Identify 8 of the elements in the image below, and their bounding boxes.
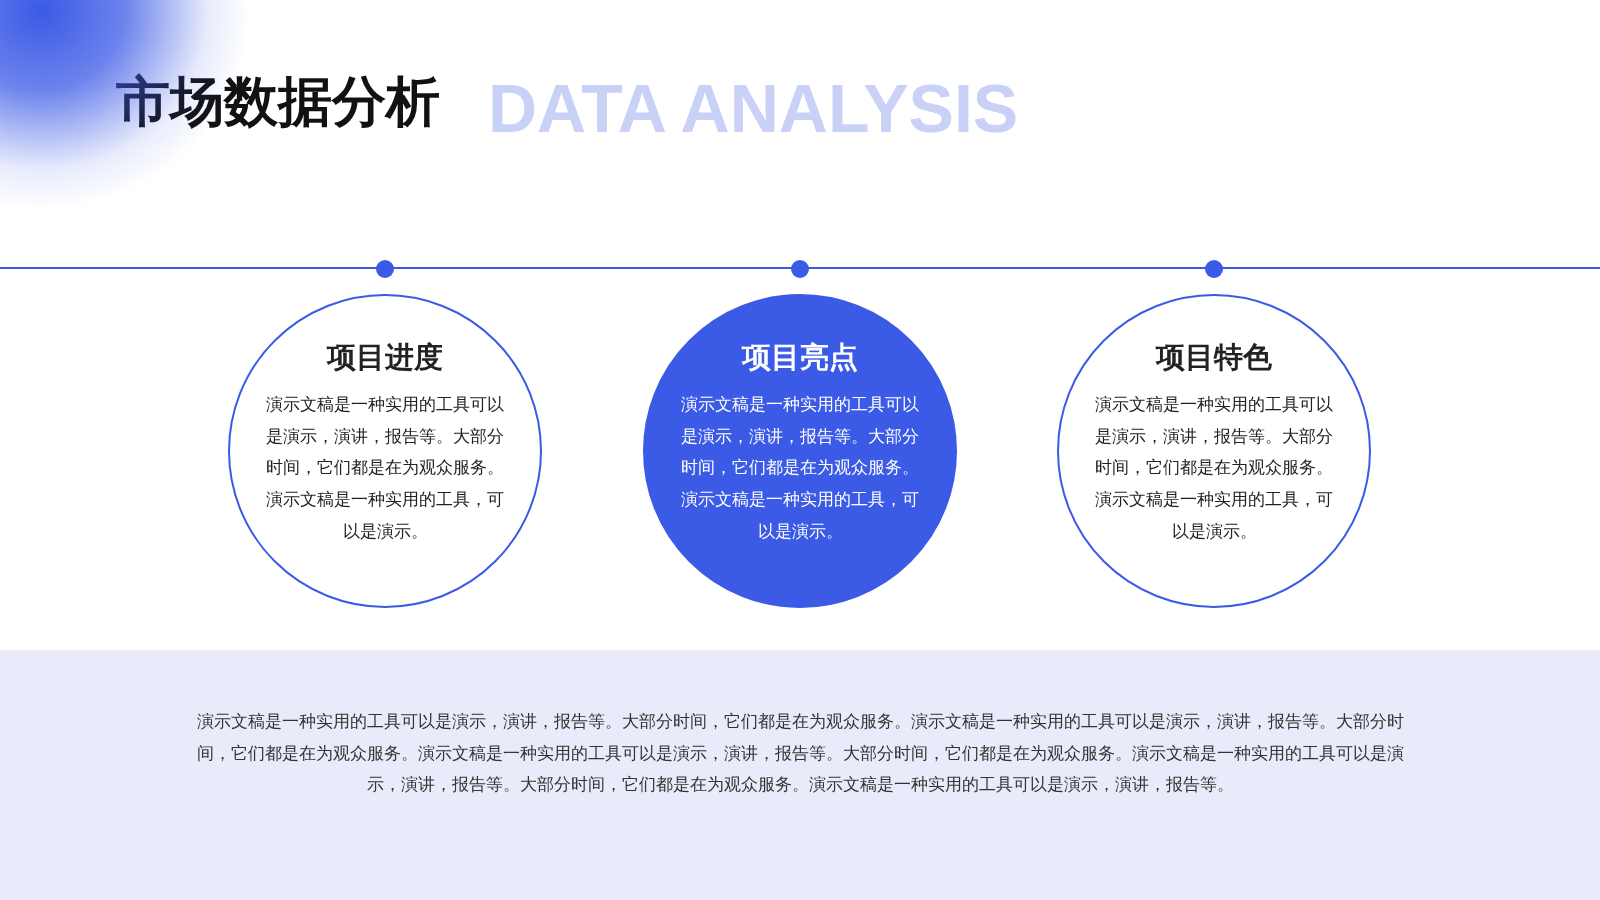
circle-description: 演示文稿是一种实用的工具可以是演示，演讲，报告等。大部分时间，它们都是在为观众服务。演示文稿是一种实用的工具，可以是演示。 <box>265 392 505 543</box>
circle-heading: 项目特色 <box>1156 340 1272 375</box>
circle-description: 演示文稿是一种实用的工具可以是演示，演讲，报告等。大部分时间，它们都是在为观众服务。演示文稿是一种实用的工具，可以是演示。 <box>1094 392 1334 543</box>
summary-paragraph: 演示文稿是一种实用的工具可以是演示，演讲，报告等。大部分时间，它们都是在为观众服务。演示文稿是一种实用的工具可以是演示，演讲，报告等。大部分时间，它们都是在为观众服务。演示文稿是一种实用的工具可以是演示，演讲，报告等。大部分时间，它们都是在为观众服务。演示文稿是一种实用的工具可以是演示，演讲，报告等。大部分时间，它们都是在为观众服务。演示文稿是一种实用的工具可以是演示，演讲，报告等。 <box>195 710 1405 797</box>
circle-heading: 项目亮点 <box>742 340 858 375</box>
circle-description: 演示文稿是一种实用的工具可以是演示，演讲，报告等。大部分时间，它们都是在为观众服务。演示文稿是一种实用的工具，可以是演示。 <box>680 392 920 543</box>
circle-heading: 项目进度 <box>327 340 443 375</box>
title: 市场数据分析 <box>116 70 440 135</box>
